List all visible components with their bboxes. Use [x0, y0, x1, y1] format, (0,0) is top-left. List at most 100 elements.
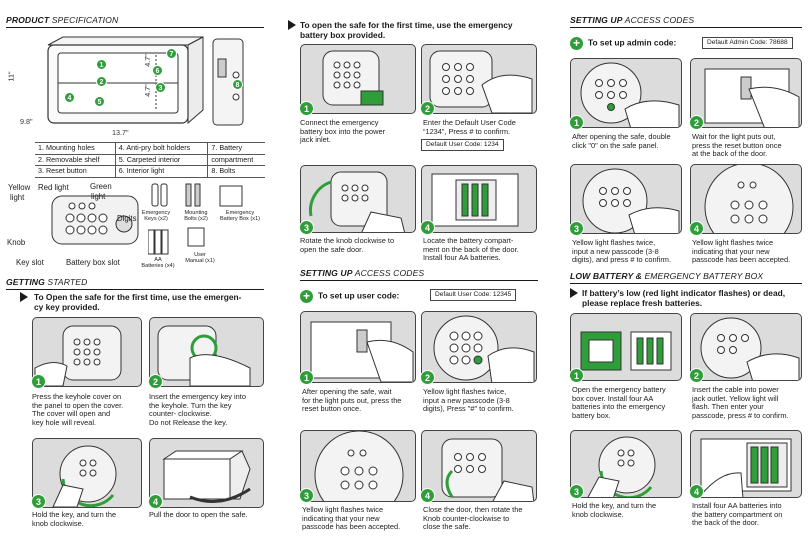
step-panel-uc-3 [300, 430, 416, 502]
label-green: Green [90, 182, 112, 191]
label-battery-box-slot: Battery box slot [66, 258, 120, 267]
arrow-icon [288, 20, 296, 30]
dim-depth: 9.8" [20, 117, 33, 126]
step-badge: 2 [689, 368, 704, 383]
dim-height: 11" [6, 71, 16, 82]
step-panel-ac-4 [690, 164, 802, 234]
column-2: To open the safe for the first time, use… [272, 0, 544, 553]
table-cell: 5. Carpeted interior [114, 153, 208, 167]
table-row: 3. Reset button 6. Interior light 8. Bol… [35, 165, 265, 178]
step-badge: 3 [569, 484, 584, 499]
step-caption: Pull the door to open the safe. [149, 510, 248, 519]
step-badge: 4 [689, 221, 704, 236]
table-cell: 2. Removable shelf [35, 153, 116, 167]
column-1: PRODUCT SPECIFICATION 11" 9.8" 13.7" 4.7… [0, 0, 272, 553]
emergency-battery-lead: To open the safe for the first time, use… [288, 20, 540, 40]
section-rule [570, 27, 802, 28]
step-badge: 2 [420, 101, 435, 116]
section-rule [6, 289, 264, 290]
label-knob: Knob [7, 238, 26, 247]
step-badge: 4 [420, 220, 435, 235]
step-panel-ac-2 [690, 58, 802, 128]
table-cell: 4. Anti-pry bolt holders [114, 142, 208, 155]
safe-illustration [47, 36, 244, 126]
section-rule [300, 280, 538, 281]
step-panel-eb-4 [421, 165, 537, 233]
step-panel-uc-2 [421, 311, 537, 383]
default-admin-code-box: Default Admin Code: 78688 [702, 37, 793, 49]
keypad-icon [51, 195, 139, 245]
step-badge: 2 [689, 115, 704, 130]
step-badge: 4 [148, 494, 163, 509]
arrow-icon [570, 288, 578, 298]
step-panel-lb-3 [570, 430, 682, 498]
callout-1: 1 [96, 59, 107, 70]
step-panel-ac-1 [570, 58, 682, 128]
label-red: Red light [38, 183, 69, 192]
section-title-low-battery: LOW BATTERY & EMERGENCY BATTERY BOX [570, 271, 764, 281]
callout-3: 3 [155, 82, 166, 93]
step-caption: Enter the Default User Code“1234”, Press… [423, 118, 516, 136]
step-badge: 1 [31, 374, 46, 389]
section-title-admin-codes: SETTING UP ACCESS CODES [570, 15, 695, 25]
admin-code-lead: +To set up admin code: [570, 37, 700, 50]
step-badge: 3 [569, 221, 584, 236]
callout-7: 7 [166, 48, 177, 59]
section-rule [570, 283, 802, 284]
label-light-2: light [91, 192, 106, 201]
label-digits: Digits [117, 214, 137, 223]
getting-started-lead: To Open the safe for the first time, use… [20, 292, 270, 312]
step-badge: 3 [299, 488, 314, 503]
step-caption: Yellow light flashes twice,input a new p… [572, 238, 671, 265]
low-battery-lead: If battery’s low (red light indicator fl… [570, 288, 806, 308]
callout-8: 8 [232, 79, 243, 90]
step-badge: 1 [569, 368, 584, 383]
step-panel-eb-3 [300, 165, 416, 233]
dim-inner-2: 4.7" [142, 84, 152, 97]
callout-4: 4 [64, 92, 75, 103]
step-badge: 2 [148, 374, 163, 389]
column-3: SETTING UP ACCESS CODES +To set up admin… [544, 0, 808, 553]
step-panel-lb-1 [570, 313, 682, 381]
callout-6: 6 [152, 65, 163, 76]
step-badge: 3 [299, 220, 314, 235]
table-cell: 3. Reset button [35, 165, 116, 178]
label-light-1: light [10, 193, 25, 202]
plus-icon: + [570, 37, 583, 50]
step-panel-eb-1 [300, 44, 416, 114]
step-caption: Locate the battery compart-ment on the b… [423, 236, 519, 263]
section-title-product-spec: PRODUCT SPECIFICATION [6, 15, 119, 25]
step-badge: 4 [689, 484, 704, 499]
default-code-box: Default User Code: 1234 [421, 139, 504, 151]
table-row: 1. Mounting holes 4. Anti-pry bolt holde… [35, 142, 265, 155]
default-user-code-box: Default User Code: 12345 [430, 289, 517, 301]
arrow-icon [20, 292, 28, 302]
step-caption: Wait for the light puts out,press the re… [692, 132, 782, 159]
step-panel-gs-3 [32, 438, 142, 508]
dim-width: 13.7" [112, 128, 129, 137]
table-cell: compartment [207, 153, 265, 167]
table-cell: 7. Battery [207, 142, 265, 155]
dim-inner-1: 4.7" [142, 54, 152, 67]
step-panel-lb-2 [690, 313, 802, 381]
table-cell: 8. Bolts [207, 165, 265, 178]
step-panel-lb-4 [690, 430, 802, 498]
callout-5: 5 [94, 96, 105, 107]
step-badge: 3 [31, 494, 46, 509]
